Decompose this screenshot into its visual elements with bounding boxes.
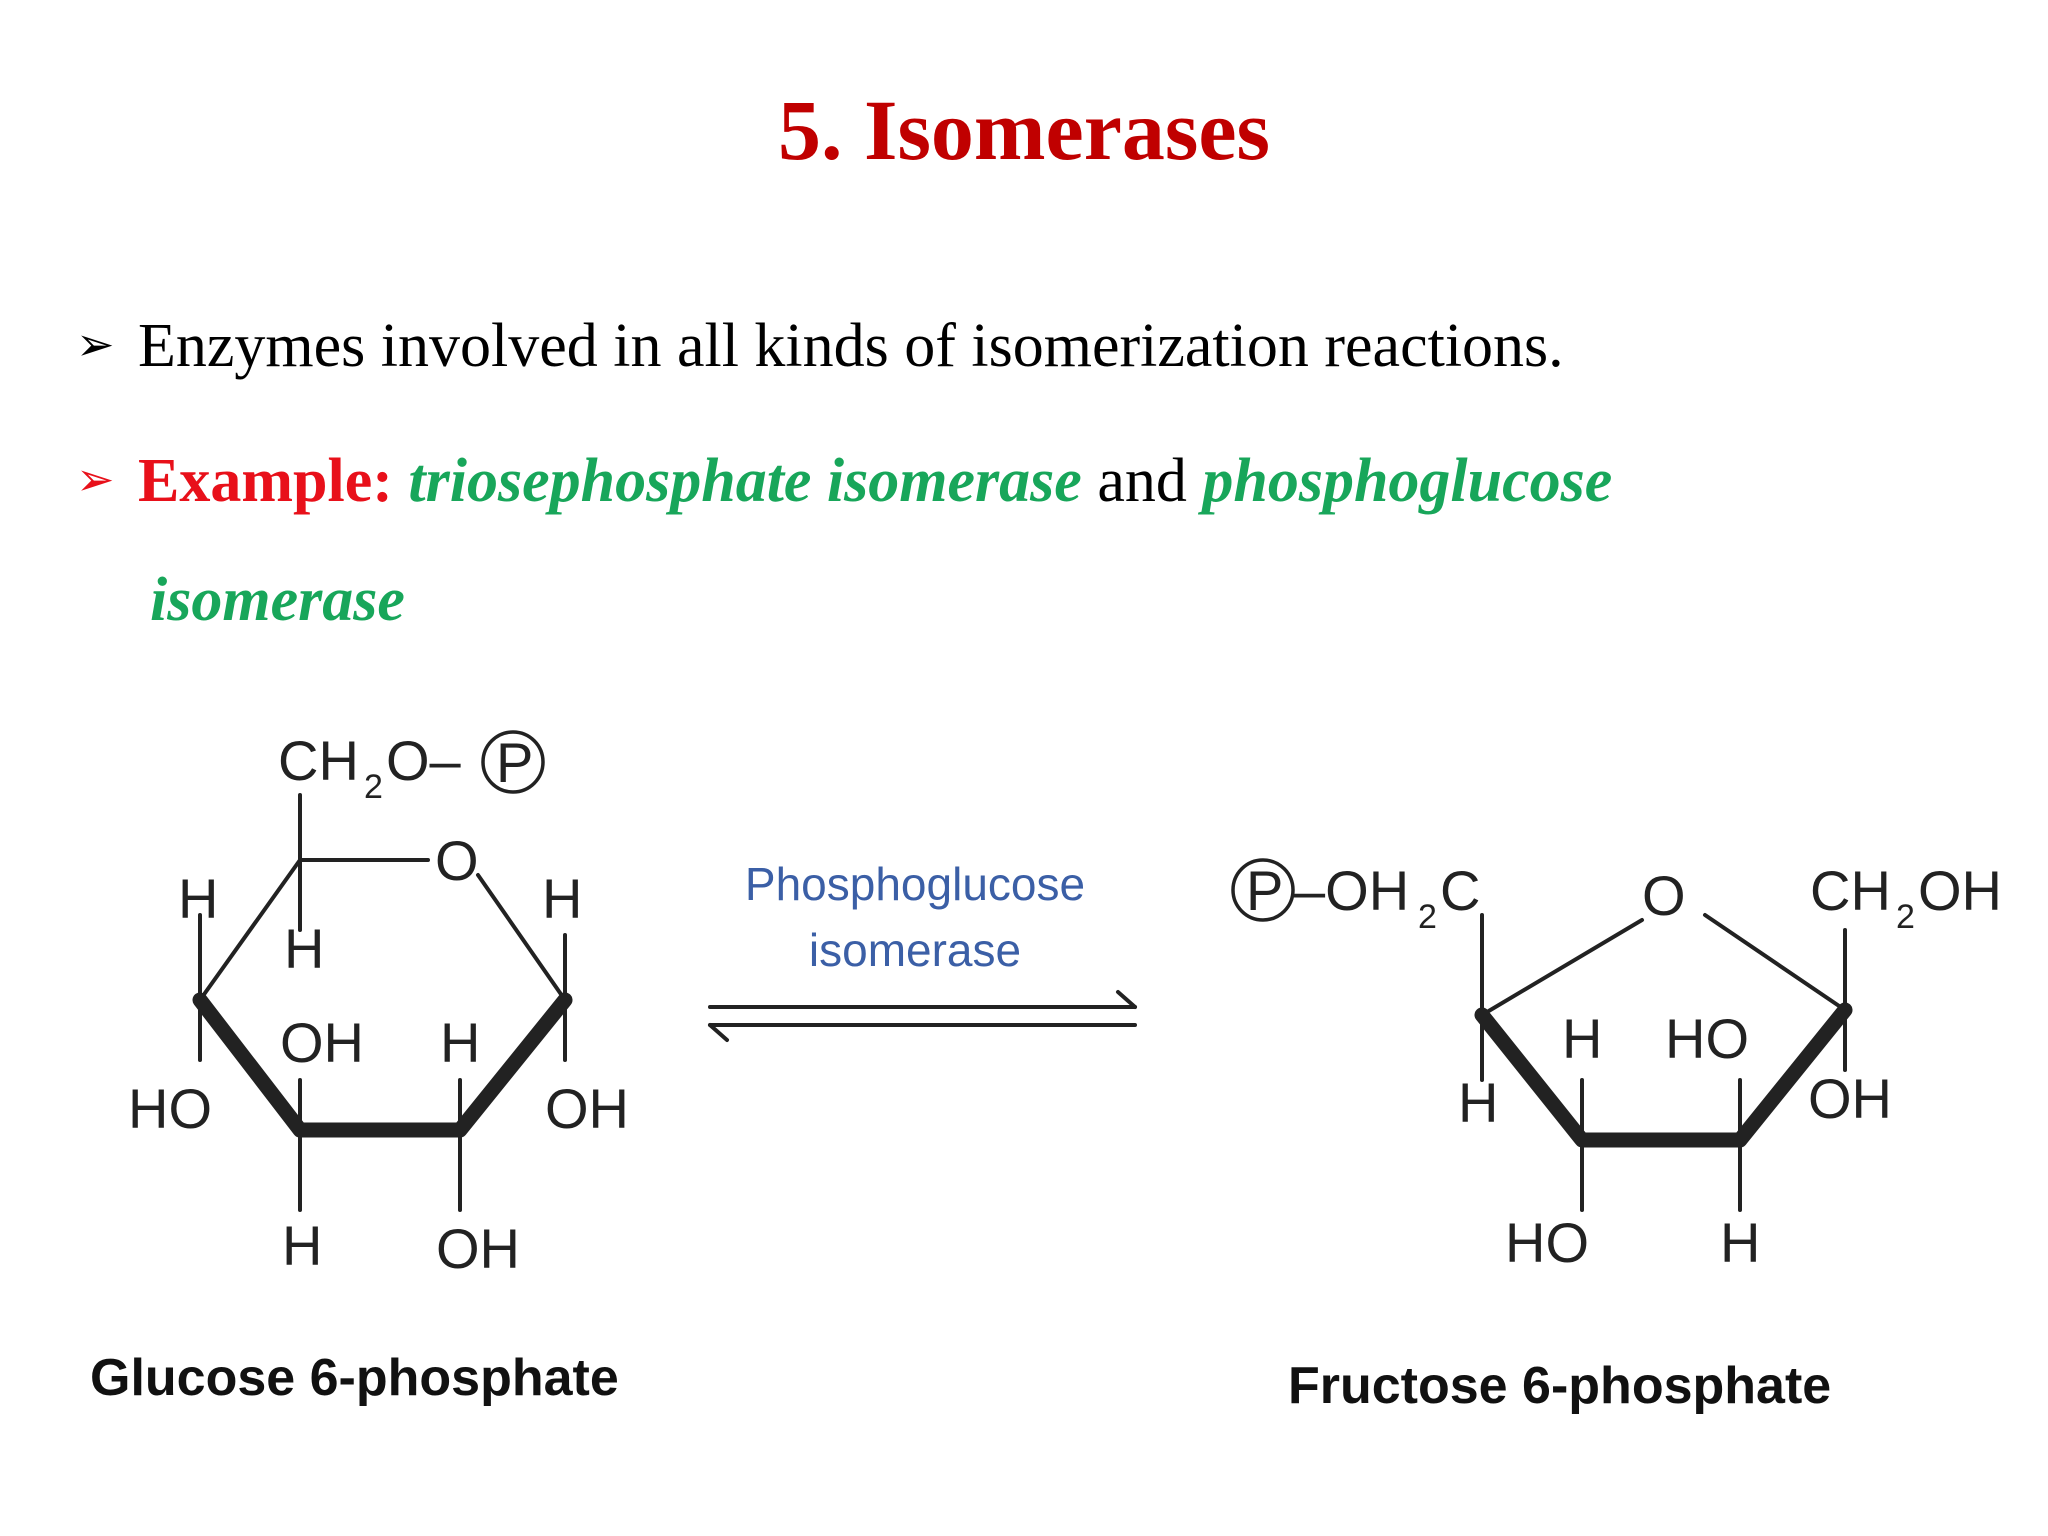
bullet-item-1: ➢ Enzymes involved in all kinds of isomer…: [76, 308, 1564, 386]
equilibrium-arrows-icon: [708, 990, 1137, 1042]
glucose-h-c2-up: H: [440, 1011, 480, 1074]
enzyme-name-2-part1: phosphoglucose: [1202, 447, 1613, 515]
glucose-ho-c4: HO: [128, 1077, 212, 1140]
fructose-labels: P –OH 2 C O CH 2 OH H HO H OH HO H Fruct…: [1246, 859, 2002, 1415]
example-label: Example:: [138, 447, 393, 515]
glucose-oh-c2-down: OH: [436, 1217, 520, 1280]
glucose-h-c5-down: H: [284, 917, 324, 980]
glucose-h-c5-left: H: [178, 867, 218, 930]
slide-title: 5. Isomerases: [777, 82, 1271, 178]
fructose-h-c3-down: H: [1720, 1211, 1760, 1274]
glucose-h-c1: H: [542, 867, 582, 930]
fructose-oh2c-sub: 2: [1418, 898, 1437, 936]
fructose-ch2oh-sub: 2: [1896, 898, 1915, 936]
bullet-1-text: Enzymes involved in all kinds of isomeri…: [138, 312, 1564, 380]
phosphate-circle-icon: [481, 730, 545, 794]
glucose-oh-c3-up: OH: [280, 1011, 364, 1074]
glucose-phosphate: P: [496, 731, 533, 794]
glucose-h-c3-down: H: [282, 1214, 322, 1277]
glucose-oh-c1: OH: [545, 1077, 629, 1140]
fructose-ring-o: O: [1642, 864, 1686, 927]
fructose-h-c4-up: H: [1562, 1007, 1602, 1070]
enzyme-label-line2: isomerase: [809, 924, 1021, 976]
fructose-oh2c-c: C: [1440, 859, 1480, 922]
fructose-oh-c2: OH: [1808, 1067, 1892, 1130]
glucose-structure: [192, 730, 573, 1212]
glucose-ring-o: O: [435, 829, 479, 892]
connector-text: and: [1097, 447, 1187, 515]
enzyme-name-2-part2: isomerase: [150, 566, 405, 634]
glucose-ch2: CH: [278, 729, 359, 792]
enzyme-name-1: triosephosphate isomerase: [408, 447, 1082, 515]
glucose-caption: Glucose 6-phosphate: [90, 1349, 619, 1407]
fructose-ch2oh-oh: OH: [1918, 859, 2002, 922]
bullet-item-2: ➢Example: triosephosphate isomerase and …: [76, 443, 1612, 521]
fructose-ch2oh-ch: CH: [1810, 859, 1891, 922]
fructose-ho-c4-down: HO: [1505, 1211, 1589, 1274]
fructose-caption: Fructose 6-phosphate: [1288, 1357, 1831, 1415]
fructose-structure: [1231, 858, 1853, 1212]
arrowhead-bullet-icon: ➢: [76, 454, 115, 505]
glucose-o-dash: O–: [386, 729, 462, 792]
phosphate-circle-icon: [1231, 858, 1295, 922]
fructose-h-c5: H: [1458, 1071, 1498, 1134]
fructose-ho-c3-up: HO: [1665, 1007, 1749, 1070]
enzyme-label-line1: Phosphoglucose: [745, 858, 1085, 910]
glucose-ch2-sub: 2: [364, 768, 383, 806]
fructose-oh2c: –OH: [1294, 859, 1409, 922]
arrowhead-bullet-icon: ➢: [76, 319, 115, 370]
glucose-labels: CH 2 O– P O H H H HO OH H OH H OH Glucos…: [90, 729, 629, 1407]
fructose-phosphate: P: [1246, 859, 1283, 922]
